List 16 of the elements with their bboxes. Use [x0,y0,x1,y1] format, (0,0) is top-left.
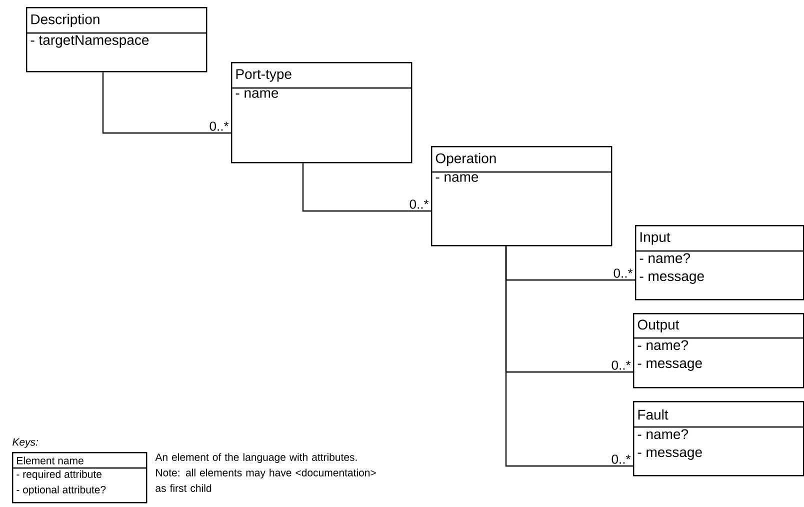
edge-label: 0..* [408,198,430,210]
class-box: Description - targetNamespace [26,7,208,72]
edge-label: 0..* [612,268,634,279]
class-box: Output - name? - message [633,313,804,388]
class-box: Input - name? - message [635,225,804,300]
key-description: An element of the language with attributes. Note: all elements may have <documentation> as first child [155,453,376,492]
class-box: Operation - name [431,146,612,246]
connector [302,163,431,212]
edge-label: 0..* [610,360,632,371]
connector [505,246,633,467]
edge-label: 0..* [610,454,632,465]
class-box: Element name - required attribute - optional attribute? [12,452,148,504]
edge-label: 0..* [208,120,230,132]
connector [102,72,231,134]
class-box: Fault - name? - message [633,401,804,476]
class-box: Port-type - name [231,62,412,164]
